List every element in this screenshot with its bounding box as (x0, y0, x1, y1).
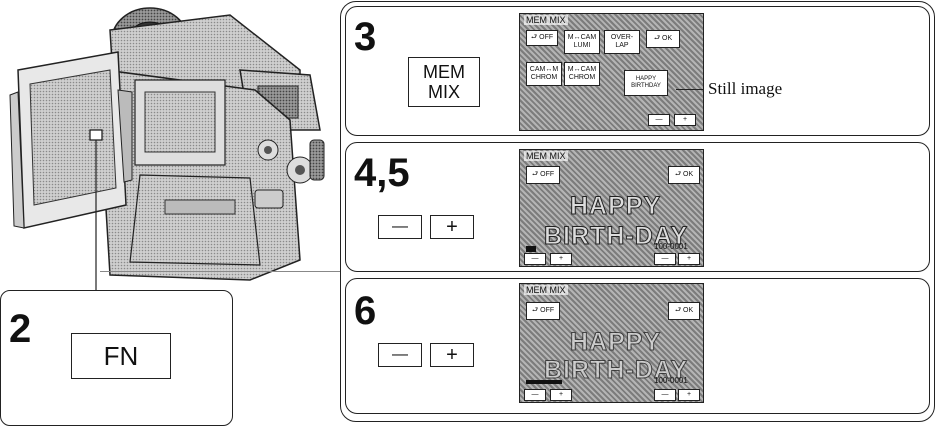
step-45-panel: 4,5 — + MEM MIX ⮐ OFF ⮐ OK HAPPY BIRTH-D… (345, 142, 930, 272)
step-6-number: 6 (354, 291, 376, 331)
lcd-minus-button[interactable]: — (648, 114, 670, 126)
lcd-off-button[interactable]: ⮐ OFF (526, 302, 560, 320)
lcd-plus-button-right[interactable]: + (678, 389, 700, 401)
step-3-panel: 3 MEM MIX MEM MIX ⮐ OFF M↔CAM LUMI OVER-… (345, 6, 930, 136)
lcd-plus-button[interactable]: + (674, 114, 696, 126)
camcorder-illustration (0, 0, 340, 300)
mem-mix-label-line1: MEM (423, 62, 465, 82)
step-2-number: 2 (9, 309, 31, 349)
lcd-mcam-lumi-line2: LUMI (574, 42, 591, 50)
lcd-off-button[interactable]: ⮐ OFF (526, 166, 560, 184)
lcd-plus-button-right[interactable]: + (678, 253, 700, 265)
lcd-minus-button-left[interactable]: — (524, 253, 546, 265)
guide-line (100, 271, 340, 272)
lcd-off-button[interactable]: ⮐ OFF (526, 30, 558, 46)
lcd-minus-button-right[interactable]: — (654, 389, 676, 401)
lcd-overlap-line1: OVER- (611, 34, 633, 42)
fn-button[interactable]: FN (71, 333, 171, 379)
step-45-lcd-screen: MEM MIX ⮐ OFF ⮐ OK HAPPY BIRTH-DAY 100-0… (519, 149, 704, 267)
lcd-mcam-lumi-line1: M↔CAM (568, 34, 596, 42)
lcd-plus-button-left[interactable]: + (550, 253, 572, 265)
step-3-number: 3 (354, 17, 376, 57)
lcd-camm-chrom-line2: CHROM (531, 74, 557, 82)
step-6-lcd-screen: MEM MIX ⮐ OFF ⮐ OK HAPPY BIRTH-DAY 100-0… (519, 283, 704, 403)
lcd-minus-button-right[interactable]: — (654, 253, 676, 265)
lcd-counter: 100-0001 (654, 242, 688, 251)
lcd-ok-button[interactable]: ⮐ OK (668, 302, 700, 320)
step-3-lcd-screen: MEM MIX ⮐ OFF M↔CAM LUMI OVER- LAP ⮐ OK … (519, 13, 704, 131)
step-6-minus-button[interactable]: — (378, 343, 422, 367)
lcd-overlap-button[interactable]: OVER- LAP (604, 30, 640, 54)
lcd-level-bar (526, 246, 536, 252)
lcd-level-bar (526, 380, 562, 384)
lcd-minus-button-left[interactable]: — (524, 389, 546, 401)
mem-mix-label-line2: MIX (428, 82, 460, 102)
lcd-overlay-text-line1: HAPPY (570, 328, 661, 357)
still-image-callout-line (676, 89, 704, 90)
lcd-mcam-lumi-button[interactable]: M↔CAM LUMI (564, 30, 600, 54)
step-45-number: 4,5 (354, 153, 410, 193)
lcd-overlay-text-line1: HAPPY (570, 192, 661, 221)
step-2-panel: 2 FN (0, 290, 233, 426)
lcd-title: MEM MIX (524, 285, 568, 295)
step-45-minus-button[interactable]: — (378, 215, 422, 239)
lcd-mcam-chrom-line2: CHROM (569, 74, 595, 82)
step-6-plus-button[interactable]: + (430, 343, 474, 367)
step-45-plus-button[interactable]: + (430, 215, 474, 239)
lcd-ok-button[interactable]: ⮐ OK (668, 166, 700, 184)
lcd-still-line1: HAPPY (636, 76, 656, 83)
step-6-panel: 6 — + MEM MIX ⮐ OFF ⮐ OK HAPPY BIRTH-DAY… (345, 278, 930, 414)
lcd-counter: 100-0001 (654, 376, 688, 385)
lcd-ok-button[interactable]: ⮐ OK (646, 30, 680, 48)
lcd-overlap-line2: LAP (615, 42, 628, 50)
lcd-title: MEM MIX (524, 151, 568, 161)
lcd-camm-chrom-line1: CAM↔M (530, 66, 558, 74)
still-image-callout: Still image (708, 79, 782, 99)
lcd-mcam-chrom-line1: M↔CAM (568, 66, 596, 74)
lcd-camm-chrom-button[interactable]: CAM↔M CHROM (526, 62, 562, 86)
lcd-plus-button-left[interactable]: + (550, 389, 572, 401)
mem-mix-button[interactable]: MEM MIX (408, 57, 480, 107)
lcd-still-image-thumbnail[interactable]: HAPPY BIRTHDAY (624, 70, 668, 96)
lcd-still-line2: BIRTHDAY (631, 83, 661, 90)
lcd-title: MEM MIX (524, 15, 568, 25)
lcd-mcam-chrom-button[interactable]: M↔CAM CHROM (564, 62, 600, 86)
